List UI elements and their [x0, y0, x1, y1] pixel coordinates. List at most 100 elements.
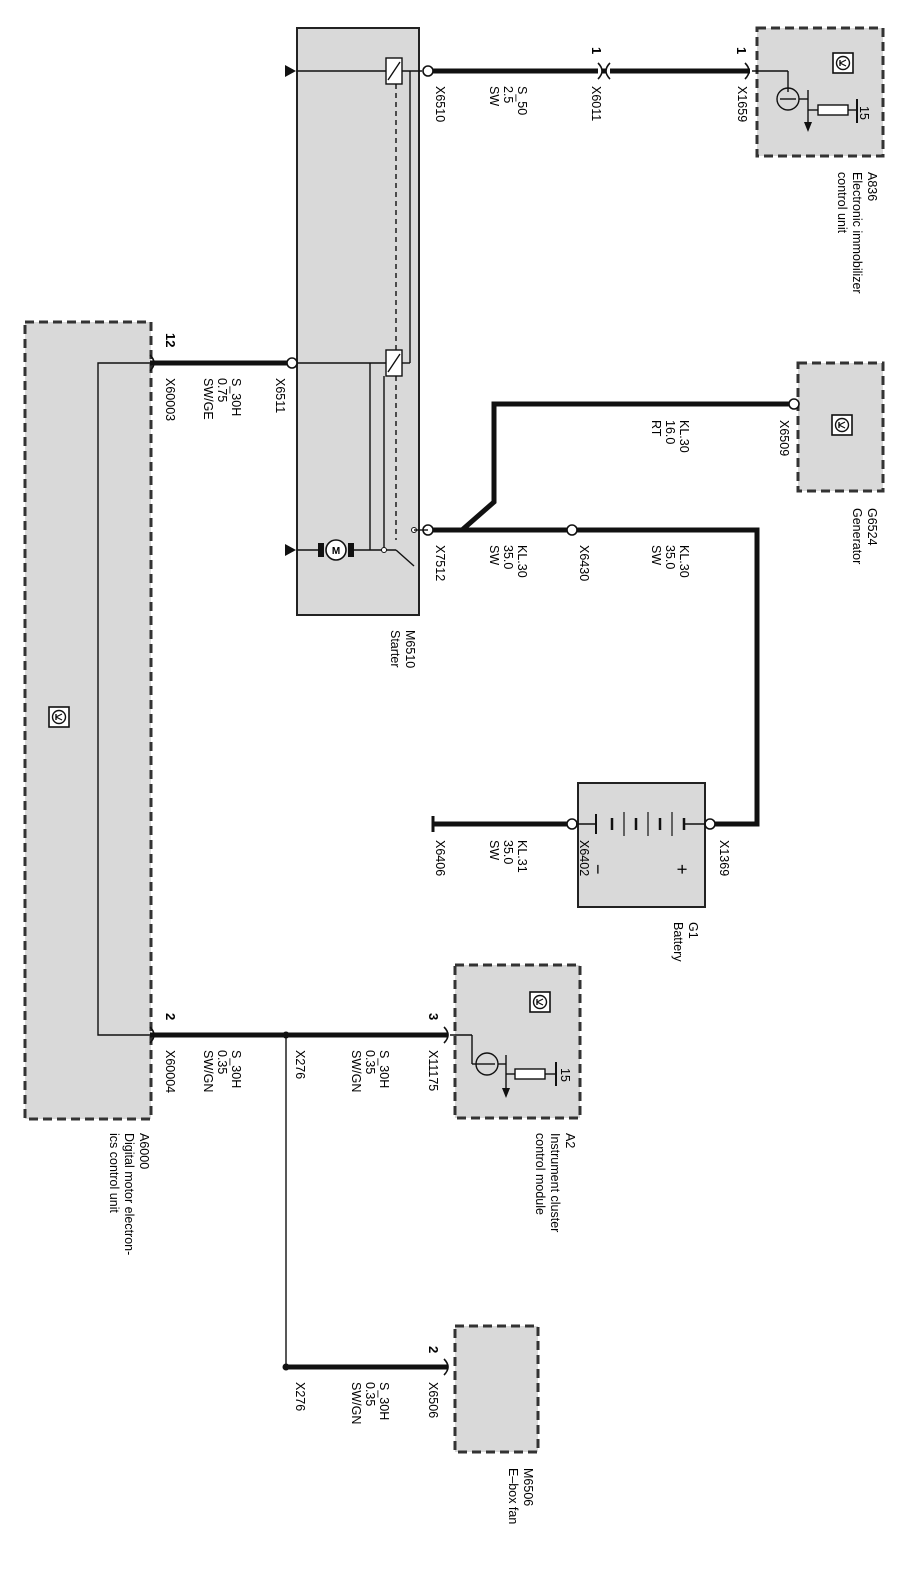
starter-internals: M: [285, 57, 428, 567]
component-desc: Electronic immobilizer: [850, 172, 864, 294]
connector-label: X1659: [735, 86, 749, 122]
wire-size-label: 16.0: [663, 420, 677, 444]
wire-signal-label: S_50: [515, 86, 529, 115]
cluster-transistor-icon: [450, 1034, 557, 1098]
connector-label: X6011: [589, 86, 603, 121]
wire-signal-label: KL.31: [515, 840, 529, 873]
component-desc: control unit: [835, 172, 849, 234]
wire-size-label: 0.35: [363, 1382, 377, 1406]
inline-connector-x1659: [744, 62, 750, 80]
starter-box: [296, 27, 420, 616]
component-desc: Digital motor electron-: [122, 1133, 136, 1255]
pin-number: 1: [734, 47, 749, 54]
splice-dot: [282, 1031, 290, 1039]
component-id: A836: [865, 172, 879, 201]
ebox-fan-box: [453, 1324, 540, 1454]
wire-kl30-generator: [460, 401, 792, 532]
terminal-x6511: [286, 357, 298, 369]
connector-label: X6406: [433, 840, 447, 876]
component-id: M6506: [521, 1468, 535, 1506]
splice-dot: [282, 1363, 290, 1371]
wire-color-label: SW: [487, 86, 501, 106]
module-symbol-icon: [48, 706, 70, 728]
component-id: M6510: [403, 630, 417, 668]
wire-size-label: 0.35: [363, 1050, 377, 1074]
connector-label: X60004: [163, 1050, 177, 1093]
battery-cells-icon: [576, 812, 706, 836]
wire-color-label: SW/GN: [349, 1382, 363, 1424]
terminal-x6509: [788, 398, 800, 410]
wire-kl30-battery: [462, 527, 760, 827]
wire-size-label: 35.0: [501, 545, 515, 569]
immobilizer-pin15-label: 15: [857, 106, 871, 120]
module-symbol-icon: [831, 414, 853, 436]
wire-size-label: 0.35: [215, 1050, 229, 1074]
connector-label: X6402: [577, 840, 591, 876]
wire-size-label: 35.0: [501, 840, 515, 864]
component-id: G6524: [865, 508, 879, 546]
connector-label: X6511: [273, 378, 287, 413]
splice-label: X276: [293, 1382, 307, 1411]
component-id: A2: [563, 1133, 577, 1148]
component-id: A6000: [137, 1133, 151, 1169]
wire-size-label: 2.5: [501, 86, 515, 103]
component-desc: Battery: [671, 922, 685, 962]
pin-number: 1: [589, 47, 604, 54]
wire-color-label: SW/GE: [201, 378, 215, 420]
connector-label: X6430: [577, 545, 591, 581]
wire-color-label: SW: [649, 545, 663, 565]
cluster-pin15-label: 15: [558, 1068, 572, 1082]
component-desc: control module: [533, 1133, 547, 1215]
connector-label: X6509: [777, 420, 791, 456]
wire-color-label: SW: [487, 840, 501, 860]
terminal-x6510: [422, 65, 434, 77]
connector-label: X7512: [433, 545, 447, 581]
component-id: G1: [686, 922, 700, 939]
wire-signal-label: KL.30: [515, 545, 529, 578]
component-desc: Instrument cluster: [548, 1133, 562, 1232]
wire-signal-label: S_30H: [229, 1050, 243, 1088]
battery-minus-label: −: [588, 864, 608, 875]
dme-internal-line: [97, 362, 150, 1036]
terminal-x1369: [704, 818, 716, 830]
motor-symbol-label: M: [332, 546, 340, 557]
component-desc: Starter: [388, 630, 402, 668]
pin-number: 2: [163, 1013, 178, 1020]
component-desc: ics control unit: [107, 1133, 121, 1213]
pin-number: 2: [426, 1346, 441, 1353]
instrument-cluster-box: [453, 963, 582, 1120]
connector-label: X60003: [163, 378, 177, 421]
component-desc: E–box fan: [506, 1468, 520, 1524]
pin-number: 3: [426, 1013, 441, 1020]
terminal-x6430: [566, 524, 578, 536]
inline-connector-x60003: [149, 354, 155, 372]
wire-signal-label: KL.30: [677, 420, 691, 453]
wire-size-label: 0.75: [215, 378, 229, 402]
component-desc: Generator: [850, 508, 864, 564]
wire-color-label: RT: [649, 420, 663, 437]
dme-control-unit-box: [23, 320, 153, 1121]
inline-connector-x6506: [443, 1358, 449, 1376]
battery-box: [577, 782, 706, 908]
wire-signal-label: S_30H: [229, 378, 243, 416]
immobilizer-unit-box: [755, 26, 885, 158]
pin-number: 12: [163, 333, 178, 347]
module-symbol-icon: [529, 991, 551, 1013]
inline-connector-x60004: [149, 1026, 155, 1044]
wire-size-label: 35.0: [663, 545, 677, 569]
wire-color-label: SW/GN: [349, 1050, 363, 1092]
wire-color-label: SW/GN: [201, 1050, 215, 1092]
wire-signal-label: KL.30: [677, 545, 691, 578]
wire-signal-label: S_30H: [377, 1050, 391, 1088]
wire-signal-label: S_30H: [377, 1382, 391, 1420]
connector-label: X6510: [433, 86, 447, 122]
connector-label: X11175: [426, 1050, 440, 1091]
immobilizer-transistor-icon: [752, 70, 858, 132]
connector-label: X1369: [717, 840, 731, 876]
module-symbol-icon: [832, 52, 854, 74]
inline-connector-x6011: [597, 62, 611, 80]
wire-color-label: SW: [487, 545, 501, 565]
splice-label: X276: [293, 1050, 307, 1079]
terminal-x6402: [566, 818, 578, 830]
inline-connector-x11175: [443, 1026, 449, 1044]
